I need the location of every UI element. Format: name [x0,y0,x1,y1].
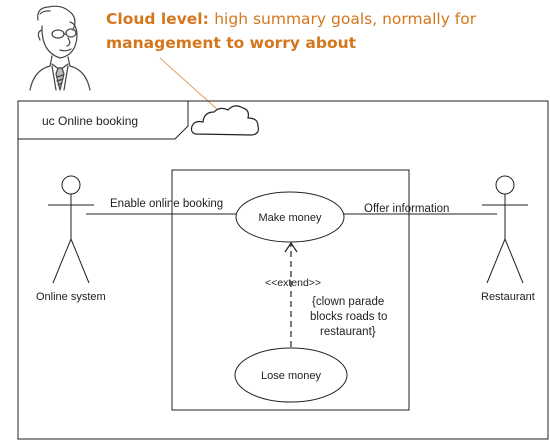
frame-title: uc Online booking [42,114,138,128]
extend-arrowhead [284,241,298,253]
use-case-lose-money [234,347,348,403]
man-with-tie-sketch-icon [29,5,91,91]
association-left-label: Enable online booking [110,198,223,210]
extend-condition-line-2: blocks roads to [310,311,387,323]
diagram-frame [17,100,549,440]
extend-condition-line-3: restaurant} [320,326,376,338]
frame-title-tab [18,101,189,140]
use-case-make-money [235,191,345,243]
annotation-line-2: management to worry about [106,34,357,52]
annotation-label: Cloud level: [106,10,209,28]
annotation-line-1-rest: high summary goals, normally for [214,10,477,28]
cloud-icon [190,105,259,136]
annotation-line-1: Cloud level: high summary goals, normall… [106,10,477,28]
association-right-label: Offer information [364,203,449,215]
use-case-lose-money-label: Lose money [261,370,321,382]
actor-right [482,175,528,284]
annotation-pointer-line [159,57,219,111]
use-case-make-money-label: Make money [259,212,322,224]
actor-left [48,175,94,284]
extend-stereotype-label: <<extend>> [265,277,321,289]
extend-condition-line-1: {clown parade [312,296,384,308]
actor-right-label: Restaurant [481,291,535,303]
actor-left-label: Online system [36,291,106,303]
system-boundary [171,169,410,411]
